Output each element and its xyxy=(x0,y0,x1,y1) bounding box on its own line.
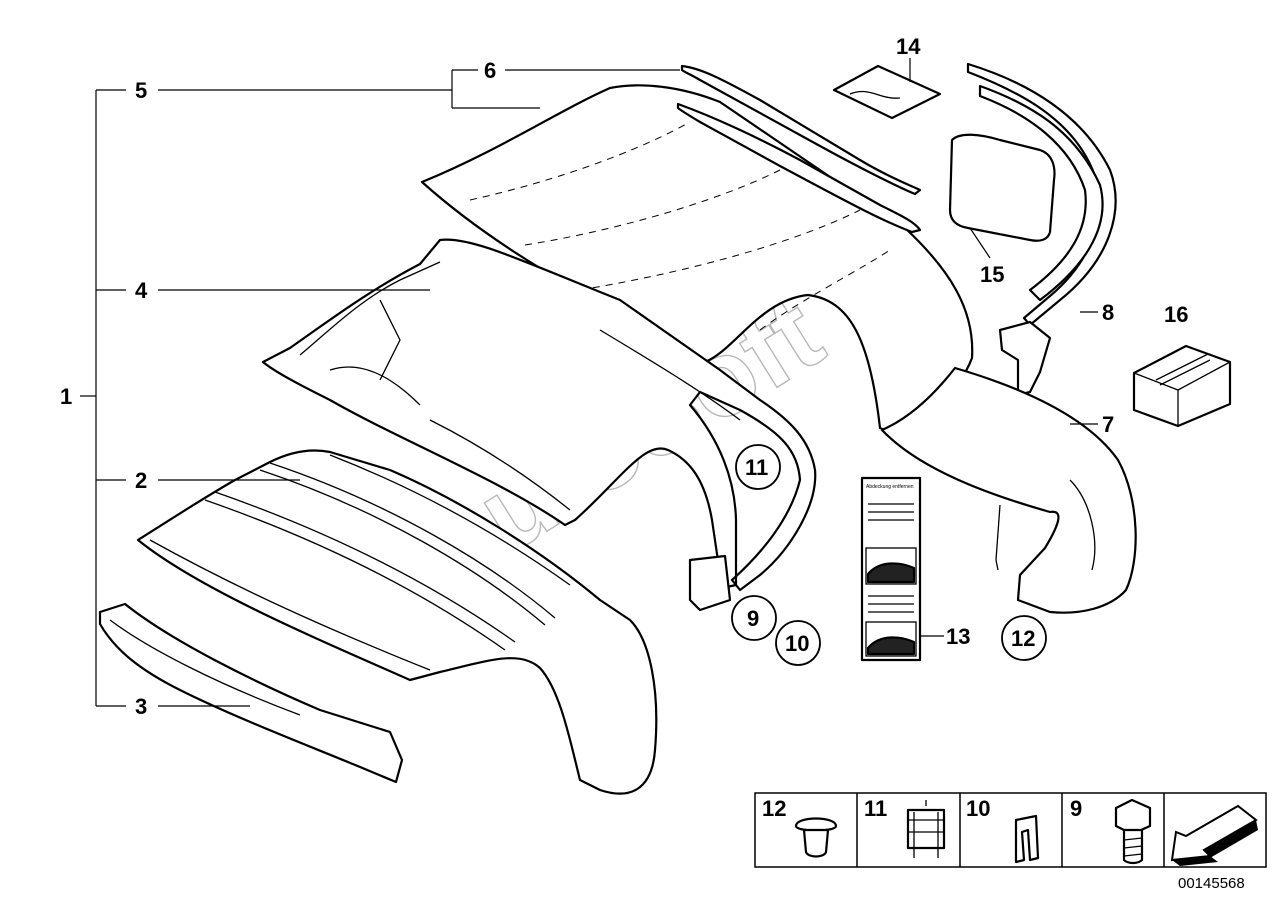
svg-text:10: 10 xyxy=(966,796,990,821)
part-15-pad xyxy=(948,133,1056,242)
direction-arrow-icon xyxy=(1170,804,1258,866)
callout-4: 4 xyxy=(135,278,148,303)
fastener-legend: 12 11 10 9 xyxy=(754,792,1267,868)
part-14-label xyxy=(832,64,942,120)
svg-text:Abdeckung entfernen: Abdeckung entfernen xyxy=(866,484,914,490)
clip-rivet-icon xyxy=(794,817,838,858)
part-16-box xyxy=(1132,344,1232,428)
callout-2: 2 xyxy=(135,468,147,493)
callout-10: 10 xyxy=(785,631,809,656)
part-2-cover xyxy=(136,449,658,795)
circled-callouts xyxy=(731,444,1047,666)
svg-text:11: 11 xyxy=(864,796,887,821)
legend-cell-10: 10 xyxy=(966,796,1040,864)
hex-bolt-icon xyxy=(1114,798,1152,865)
svg-text:9: 9 xyxy=(1070,796,1082,821)
part-13-instruction-label: Abdeckung entfernen xyxy=(860,476,922,662)
callout-1: 1 xyxy=(60,384,72,409)
callout-9: 9 xyxy=(747,606,759,631)
part-3-trim-strip xyxy=(98,602,404,784)
callout-numbers: 1 2 3 4 5 6 7 8 9 10 11 12 13 14 15 16 xyxy=(60,34,1188,719)
retaining-clip-icon xyxy=(906,800,946,858)
callout-11: 11 xyxy=(745,455,768,480)
part-8-seal xyxy=(966,62,1117,397)
legend-cell-arrow xyxy=(1170,804,1258,866)
callout-13: 13 xyxy=(946,624,970,649)
part-4-frame xyxy=(261,238,817,612)
legend-cell-11: 11 xyxy=(864,796,946,858)
callout-15: 15 xyxy=(980,262,1004,287)
callout-8: 8 xyxy=(1102,300,1114,325)
part-7-side-trim xyxy=(880,366,1137,614)
assembly-bracket xyxy=(80,89,126,707)
drawing-reference-number: 00145568 xyxy=(1178,875,1245,892)
rear-strip xyxy=(676,64,922,234)
u-clip-icon xyxy=(1014,814,1040,864)
callout-12: 12 xyxy=(1011,626,1035,651)
legend-cell-12: 12 xyxy=(762,796,838,858)
leader-lines xyxy=(158,58,1098,707)
callout-3: 3 xyxy=(135,694,147,719)
svg-text:12: 12 xyxy=(762,796,786,821)
callout-5: 5 xyxy=(135,78,147,103)
callout-16: 16 xyxy=(1164,302,1188,327)
callout-6: 6 xyxy=(484,58,496,83)
callout-14: 14 xyxy=(896,34,921,59)
callout-7: 7 xyxy=(1102,412,1114,437)
legend-cell-9: 9 xyxy=(1070,796,1152,865)
